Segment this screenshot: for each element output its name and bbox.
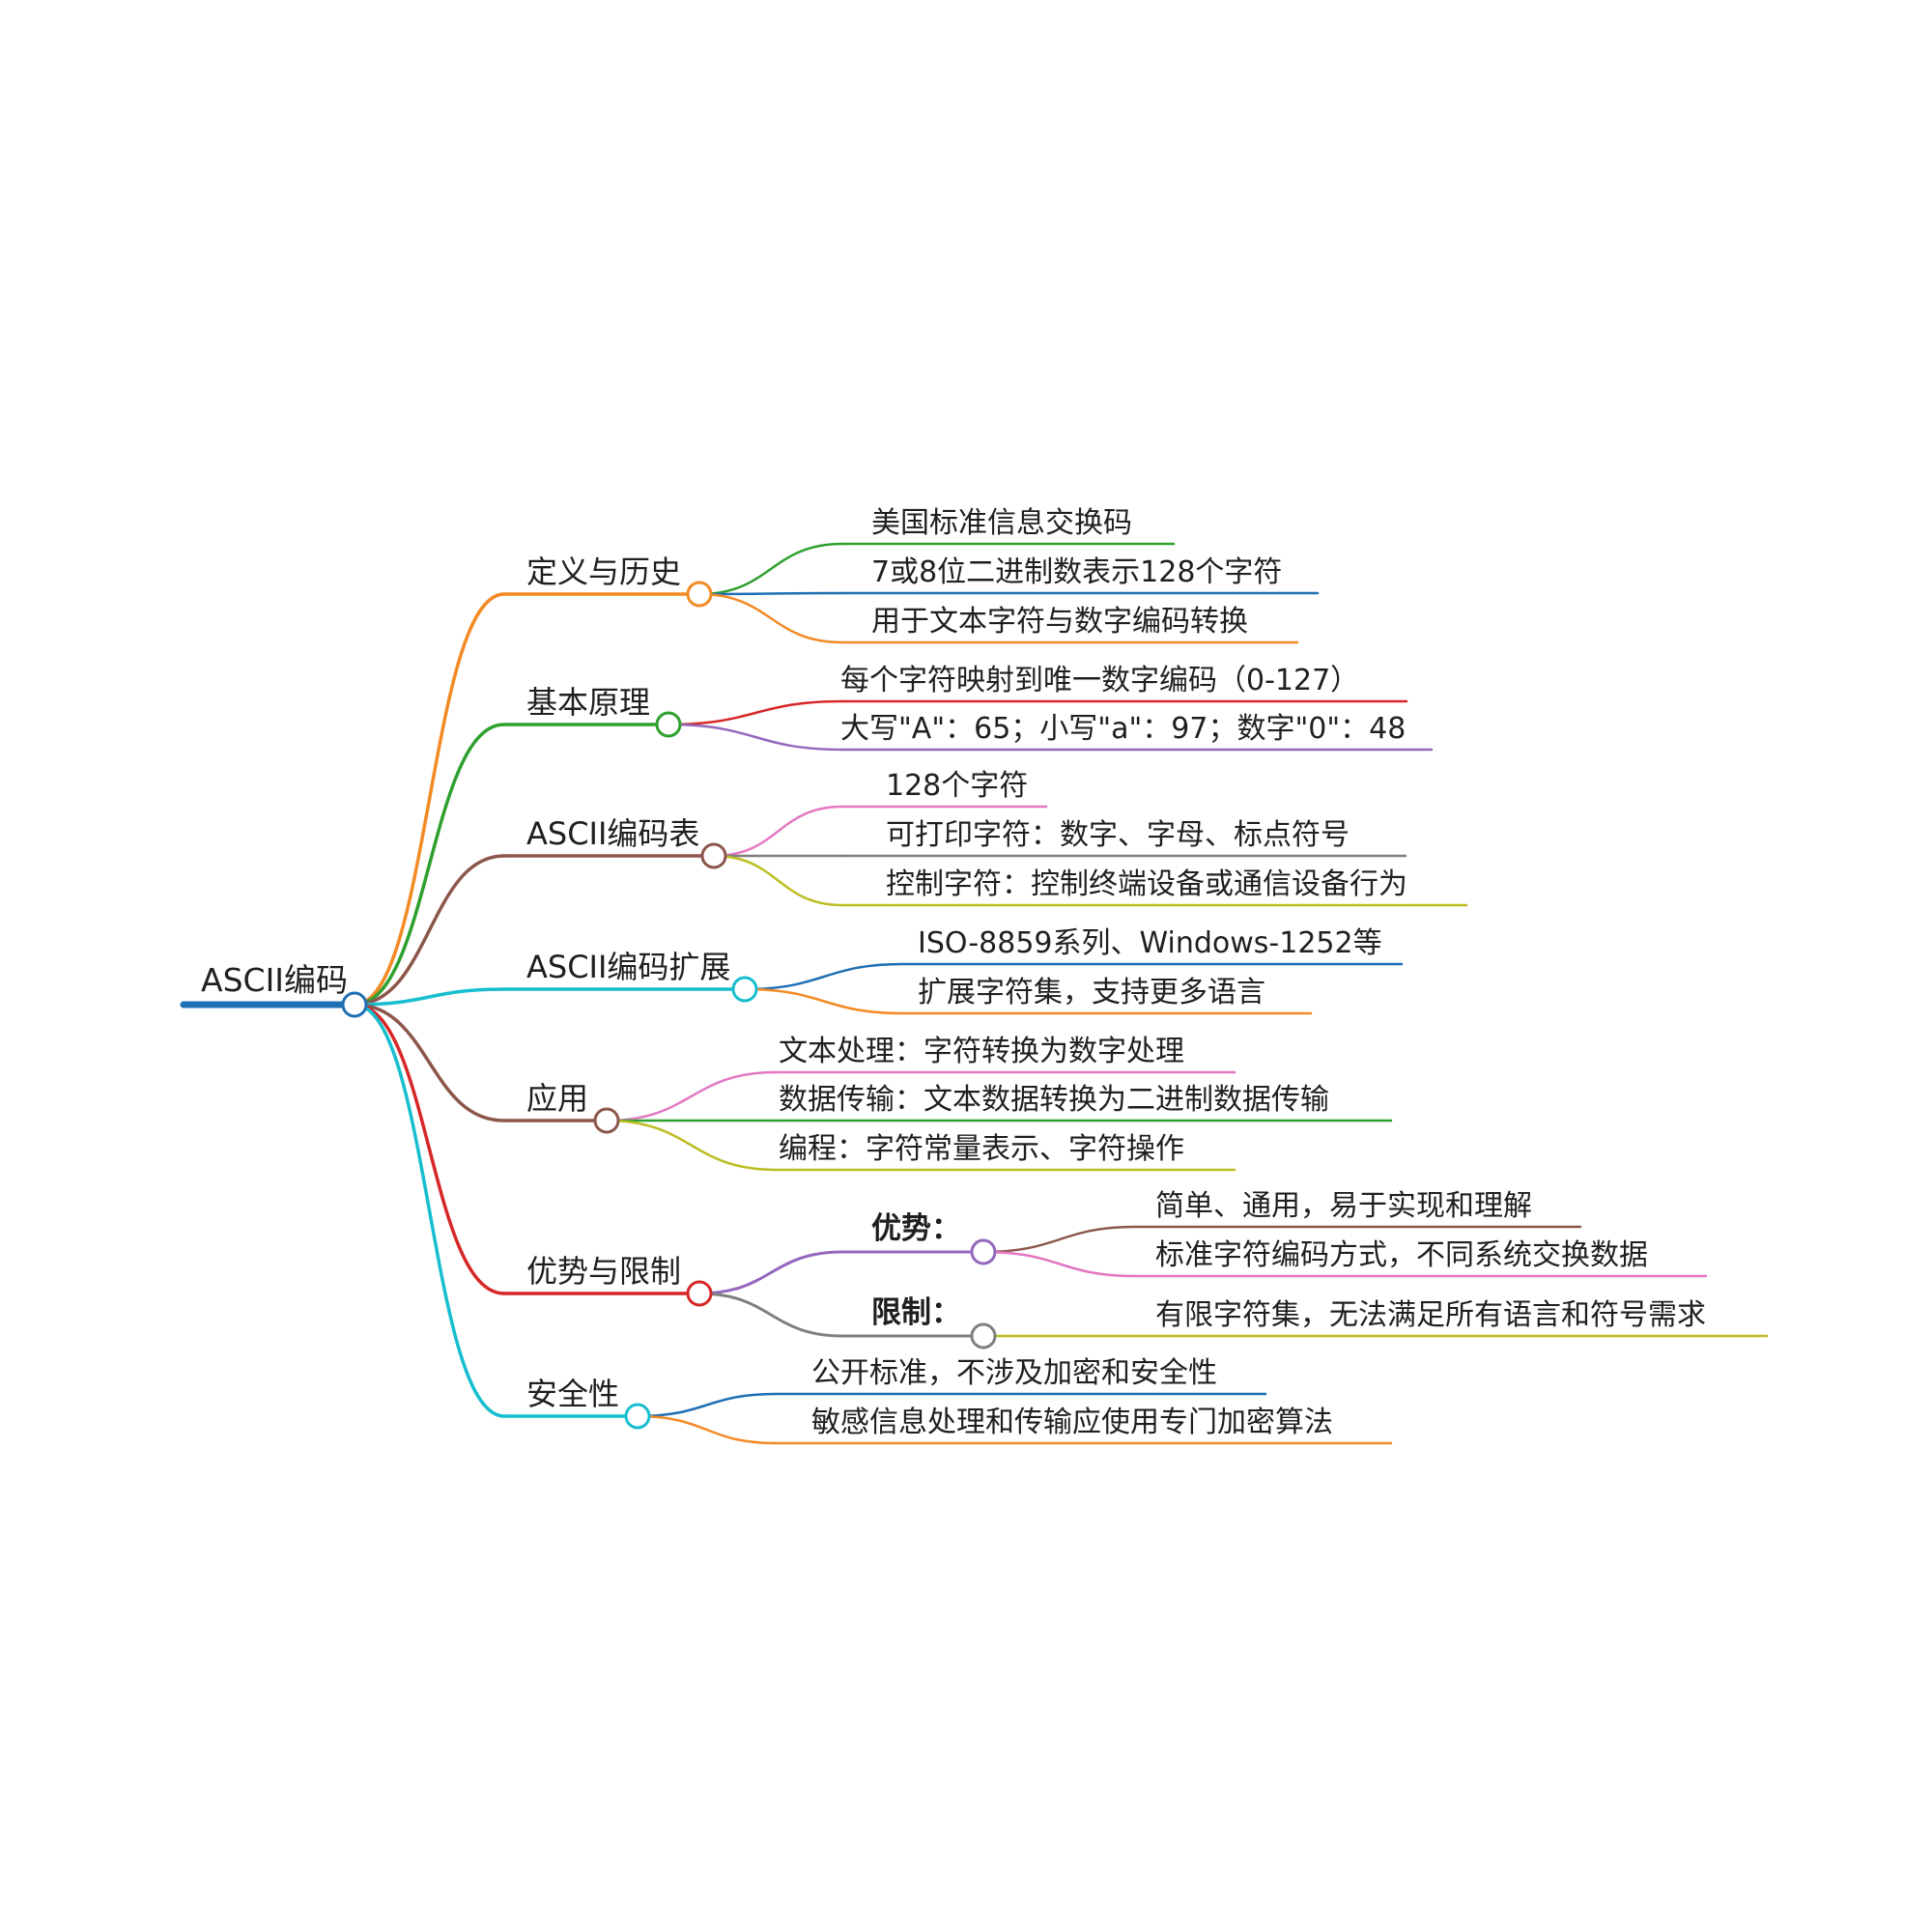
- branch-label: 应用: [526, 1080, 588, 1117]
- edge-branch-sub: [697, 1250, 844, 1295]
- branch-label: ASCII编码表: [526, 815, 699, 852]
- leaf-label: 大写"A"：65；小写"a"：97；数字"0"：48: [840, 712, 1406, 746]
- leaf-label: 控制字符：控制终端设备或通信设备行为: [886, 867, 1407, 901]
- sub-node-toggle[interactable]: [970, 1322, 997, 1350]
- edge-branch-leaf: [697, 591, 844, 596]
- branch-label: 安全性: [526, 1376, 619, 1412]
- edge-root-branch: [353, 1003, 506, 1122]
- edge-branch-leaf: [712, 805, 844, 858]
- leaf-label: ISO-8859系列、Windows-1252等: [918, 926, 1382, 960]
- edge-branch-leaf: [605, 1070, 778, 1122]
- leaf-label: 可打印字符：数字、字母、标点符号: [886, 818, 1350, 852]
- branch-node-toggle[interactable]: [593, 1107, 620, 1134]
- sub-label: 优势：: [871, 1211, 961, 1246]
- edge-branch-leaf: [667, 723, 844, 752]
- mindmap-underlines: [180, 542, 1769, 1445]
- branch-node-toggle[interactable]: [686, 1280, 713, 1307]
- leaf-label: 每个字符映射到唯一数字编码（0-127）: [840, 664, 1359, 697]
- mindmap-nodes: [341, 581, 997, 1430]
- leaf-label: 敏感信息处理和传输应使用专门加密算法: [811, 1406, 1333, 1439]
- edge-root-branch: [353, 1003, 506, 1295]
- sub-node-toggle[interactable]: [970, 1238, 997, 1265]
- edge-sub-leaf: [981, 1225, 1138, 1254]
- edge-root-branch: [353, 592, 506, 1007]
- sub-label: 限制：: [871, 1295, 961, 1330]
- branch-label: 定义与历史: [526, 554, 681, 590]
- edge-branch-leaf: [667, 699, 844, 726]
- edge-branch-leaf: [697, 592, 844, 644]
- leaf-label: 简单、通用，易于实现和理解: [1155, 1189, 1532, 1223]
- leaf-label: 编程：字符常量表示、字符操作: [779, 1132, 1184, 1166]
- leaf-label: 用于文本字符与数字编码转换: [871, 605, 1248, 639]
- leaf-label: 128个字符: [886, 769, 1028, 803]
- edge-root-branch: [353, 723, 506, 1007]
- leaf-label: 扩展字符集，支持更多语言: [918, 976, 1265, 1009]
- branch-label: ASCII编码扩展: [526, 949, 730, 985]
- leaf-label: 公开标准，不涉及加密和安全性: [811, 1356, 1217, 1390]
- edge-root-branch: [353, 987, 506, 1007]
- edge-branch-sub: [697, 1292, 844, 1338]
- edge-sub-leaf: [981, 1250, 1138, 1278]
- edge-branch-leaf: [636, 1392, 778, 1418]
- leaf-label: 数据传输：文本数据转换为二进制数据传输: [779, 1083, 1329, 1117]
- edge-branch-leaf: [605, 1119, 778, 1172]
- branch-node-toggle[interactable]: [624, 1403, 651, 1430]
- leaf-label: 文本处理：字符转换为数字处理: [779, 1035, 1184, 1068]
- branch-node-toggle[interactable]: [700, 842, 727, 869]
- edge-root-branch: [353, 1003, 506, 1418]
- leaf-label: 标准字符编码方式，不同系统交换数据: [1155, 1238, 1648, 1272]
- leaf-label: 有限字符集，无法满足所有语言和符号需求: [1155, 1298, 1706, 1332]
- branch-node-toggle[interactable]: [686, 581, 713, 608]
- edge-branch-leaf: [743, 987, 905, 1015]
- root-node-toggle[interactable]: [341, 991, 368, 1018]
- branch-label: 优势与限制: [526, 1253, 681, 1290]
- edge-root-branch: [353, 854, 506, 1007]
- edge-branch-leaf: [636, 1414, 778, 1445]
- edge-branch-leaf: [697, 542, 844, 596]
- leaf-label: 7或8位二进制数表示128个字符: [871, 555, 1282, 589]
- edge-branch-leaf: [743, 962, 905, 991]
- leaf-label: 美国标准信息交换码: [871, 506, 1132, 540]
- branch-node-toggle[interactable]: [655, 711, 682, 738]
- branch-node-toggle[interactable]: [731, 976, 758, 1003]
- branch-label: 基本原理: [526, 684, 650, 721]
- mindmap-edges: [353, 542, 1138, 1445]
- root-label: ASCII编码: [201, 961, 348, 999]
- edge-branch-leaf: [712, 854, 844, 907]
- mindmap-labels: ASCII编码 定义与历史 美国标准信息交换码 7或8位二进制数表示128个字符用于文…: [201, 506, 1706, 1439]
